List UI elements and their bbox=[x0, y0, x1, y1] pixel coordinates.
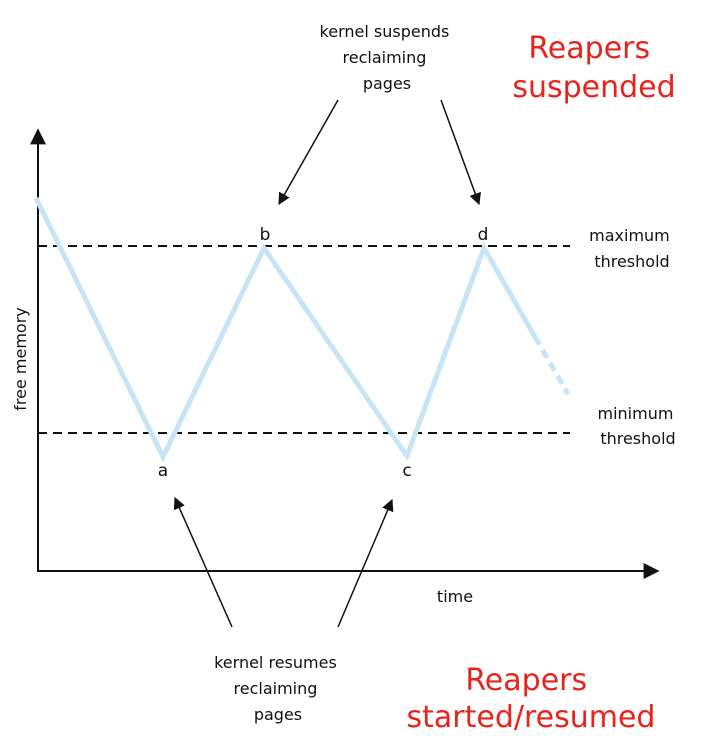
arrow-to-b bbox=[278, 99, 339, 206]
kernel-resumes-note: kernel resumes reclaiming pages bbox=[214, 653, 342, 724]
arrow-to-c bbox=[337, 498, 394, 628]
y-axis-label: free memory bbox=[11, 307, 30, 410]
arrow-to-d bbox=[440, 99, 481, 206]
point-label-b: b bbox=[260, 225, 271, 245]
reapers-suspended-annotation: Reapers suspended bbox=[512, 31, 675, 105]
x-axis-label: time bbox=[437, 587, 473, 606]
maximum-threshold-label: maximum threshold bbox=[589, 226, 675, 271]
point-label-d: d bbox=[478, 225, 489, 245]
free-memory-curve-dashed-tail bbox=[532, 335, 571, 396]
point-label-a: a bbox=[158, 461, 168, 481]
arrow-to-a bbox=[173, 496, 233, 628]
minimum-threshold-label: minimum threshold bbox=[597, 404, 678, 448]
reapers-started-annotation: Reapers started/resumed bbox=[407, 663, 656, 735]
free-memory-curve bbox=[33, 196, 538, 463]
point-label-c: c bbox=[402, 461, 411, 481]
kernel-suspends-note: kernel suspends reclaiming pages bbox=[320, 22, 455, 93]
